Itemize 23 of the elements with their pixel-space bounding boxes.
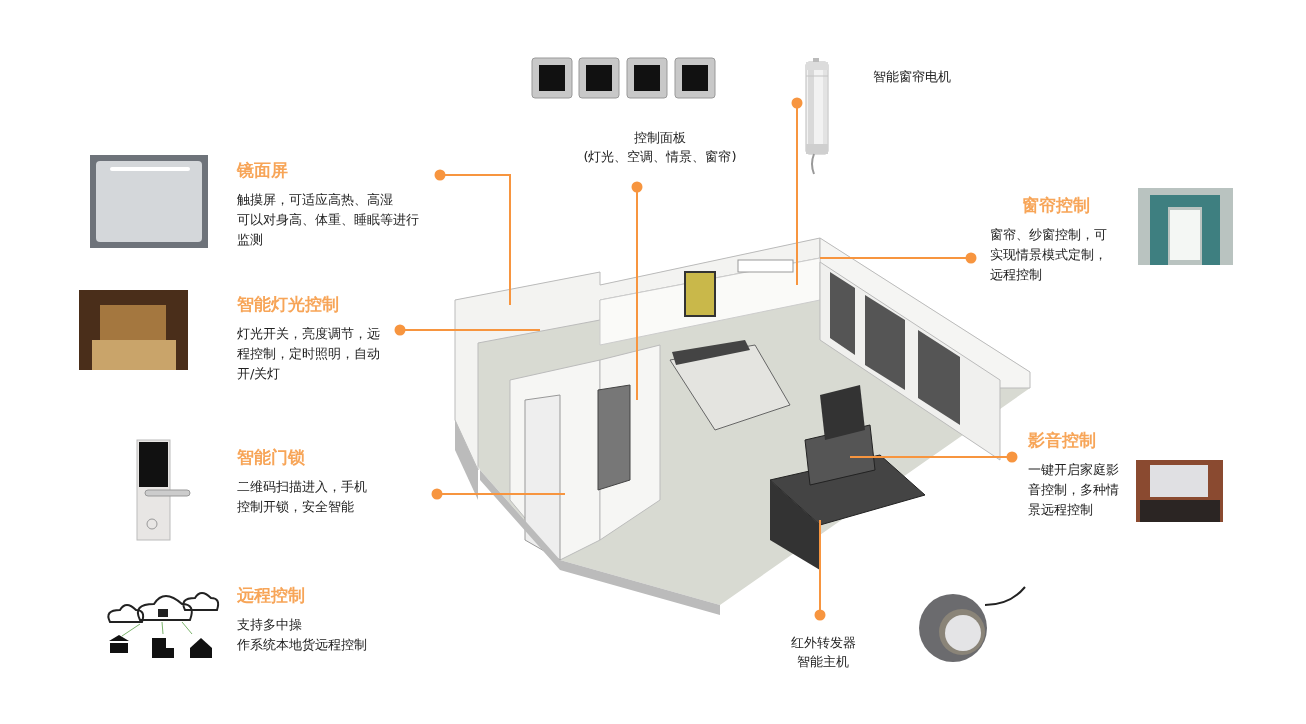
leader-line [434, 169, 511, 306]
leader-line [819, 252, 977, 264]
feature-description: 窗帘、纱窗控制，可实现情景模式定制，远程控制 [990, 226, 1108, 284]
feature-description: 支持多中操作系统本地货远程控制 [237, 616, 368, 654]
feature-description: 灯光开关，亮度调节，远程控制，定时照明，自动开/关灯 [237, 325, 381, 383]
leader-line [631, 181, 643, 401]
feature-heading: 窗帘控制 [1022, 194, 1090, 217]
feature-heading: 镜面屏 [237, 159, 288, 182]
leader-line [394, 324, 541, 336]
device-label: 智能窗帘电机 [873, 68, 951, 86]
device-label: 红外转发器智能主机 [789, 634, 857, 671]
feature-heading: 远程控制 [237, 584, 305, 607]
feature-heading: 智能门锁 [237, 446, 305, 469]
leader-line [814, 519, 826, 621]
leader-line [431, 488, 566, 500]
feature-heading: 智能灯光控制 [237, 293, 339, 316]
leader-line [849, 451, 1018, 463]
feature-heading: 影音控制 [1028, 429, 1096, 452]
feature-description: 触摸屏，可适应高热、高湿可以对身高、体重、睡眠等进行监测 [237, 191, 420, 249]
feature-description: 一键开启家庭影音控制，多种情景远程控制 [1028, 461, 1120, 519]
leader-line [791, 97, 803, 286]
feature-description: 二维码扫描进入，手机控制开锁，安全智能 [237, 478, 368, 516]
device-label: 控制面板(灯光、空调、情景、窗帘) [582, 129, 738, 166]
